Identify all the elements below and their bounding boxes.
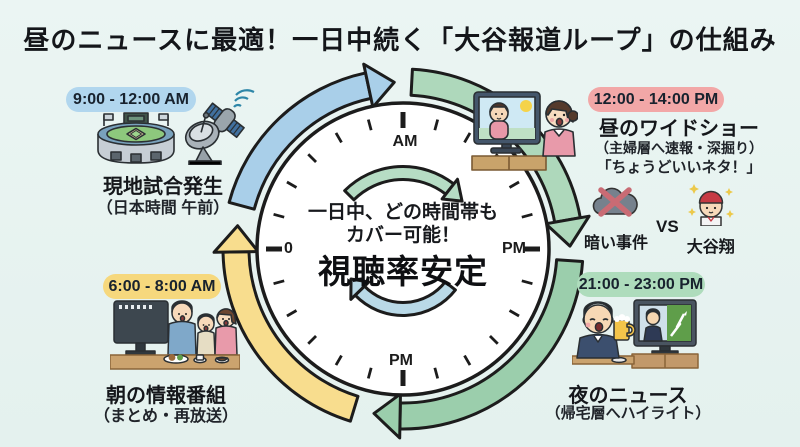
clock-tick-minor bbox=[286, 309, 298, 318]
center-message: 一日中、どの時間帯も カバー可能！ 視聴率安定 bbox=[302, 202, 504, 291]
clock-tick-minor bbox=[273, 212, 285, 219]
vs-right-label: 大谷翔 bbox=[686, 239, 735, 256]
clock-tick-minor bbox=[488, 334, 499, 345]
clock-tick-minor bbox=[521, 212, 533, 219]
clock-label-am-top: AM bbox=[392, 133, 418, 150]
clock-tick-minor bbox=[334, 132, 343, 144]
page-title: 昼のニュースに最適！一日中続く「大谷報道ループ」の仕組み bbox=[23, 25, 777, 55]
stage-title-live-game: 現地試合発生 bbox=[103, 176, 223, 198]
stage-sub-morning-show: （まとめ・再放送） bbox=[93, 408, 238, 425]
satellite-icon bbox=[183, 85, 255, 170]
center-line-1: 一日中、どの時間帯も bbox=[307, 202, 498, 223]
center-line-3: 視聴率安定 bbox=[318, 252, 488, 290]
arc-green-evening-head bbox=[372, 392, 402, 440]
clock-tick-minor bbox=[433, 367, 440, 379]
clock-tick-minor bbox=[508, 180, 520, 189]
stage-sub-night-news: （帰宅層へハイライト） bbox=[545, 405, 711, 422]
dark-cloud-icon bbox=[589, 182, 643, 227]
man-beer-tv-icon bbox=[571, 294, 702, 379]
clock-label-pm-bottom: PM bbox=[389, 352, 413, 369]
badge-noon-show-time: 12:00 - 14:00 PM bbox=[588, 87, 724, 112]
arc-yellow-next-morning-head bbox=[212, 224, 260, 254]
clock-tick-minor bbox=[433, 119, 440, 131]
clock-tick-minor bbox=[463, 132, 472, 144]
clock-tick-minor bbox=[521, 279, 533, 286]
clock-tick-minor bbox=[366, 119, 373, 131]
stage-title-morning-show: 朝の情報番組 bbox=[106, 385, 226, 407]
inner-loop-top-head bbox=[440, 177, 464, 203]
vs-left-label: 暗い事件 bbox=[584, 235, 649, 252]
clock-face bbox=[255, 101, 551, 397]
clock-tick-minor bbox=[366, 367, 373, 379]
family-breakfast-tv-icon bbox=[109, 297, 241, 382]
arc-green-noon-head bbox=[544, 214, 591, 248]
stage-title-noon-show: 昼のワイドショー bbox=[599, 118, 759, 140]
center-line-2: カバー可能！ bbox=[345, 224, 460, 246]
stadium-icon bbox=[94, 110, 178, 175]
clock-tick-minor bbox=[307, 153, 318, 164]
badge-morning-show-time: 6:00 - 8:00 AM bbox=[103, 274, 221, 299]
stage-quote-noon-show: 「ちょうどいいネタ！」 bbox=[596, 159, 762, 176]
vs-text: VS bbox=[656, 216, 679, 236]
clock-tick-minor bbox=[273, 279, 285, 286]
clock-label-zero-left: 0 bbox=[284, 240, 293, 257]
clock-tick-minor bbox=[463, 354, 472, 366]
clock-tick-minor bbox=[286, 180, 298, 189]
baseball-player-icon bbox=[687, 182, 734, 231]
clock-tick-minor bbox=[508, 309, 520, 318]
clock-tick-minor bbox=[307, 334, 318, 345]
stage-title-night-news: 夜のニュース bbox=[568, 385, 688, 407]
badge-night-news-time: 21:00 - 23:00 PM bbox=[577, 272, 705, 297]
tv-presenter-icon bbox=[466, 84, 579, 185]
clock-label-pm-right: PM bbox=[502, 240, 526, 257]
inner-loop-bottom-head bbox=[349, 277, 371, 301]
arc-blue-morning-head bbox=[362, 62, 396, 109]
clock-tick-minor bbox=[334, 354, 343, 366]
stage-sub-noon-show: （主婦層へ速報・深掘り） bbox=[595, 140, 763, 156]
badge-live-game-time: 9:00 - 12:00 AM bbox=[66, 87, 196, 112]
stage-sub-live-game: （日本時間 午前） bbox=[96, 200, 230, 217]
vs-comparison: 暗い事件 VS bbox=[584, 182, 735, 257]
